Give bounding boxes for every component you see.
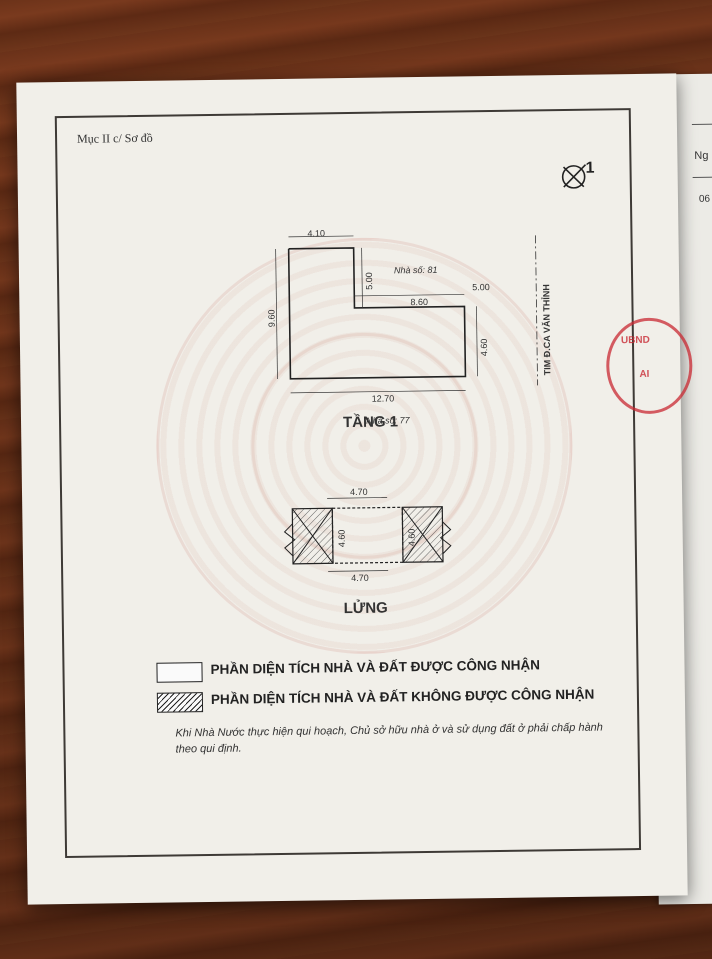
floor1-outline	[275, 235, 538, 394]
legend-recognized-swatch	[156, 662, 203, 683]
adjacent-column-header: Ng	[694, 149, 709, 162]
floor1-plan: 4.10 5.00 Nhà số: 81 5.00 8.60 9.60 4.60…	[263, 215, 566, 439]
legend-not-recognized-swatch	[156, 692, 204, 713]
certificate-page: Mục II c/ Sơ đồ 1 UBND AI 4.10 5.00 Nhà …	[16, 73, 693, 905]
mezzanine-dim-right: 4.60	[406, 528, 417, 547]
mezzanine-dim-top: 4.70	[349, 486, 368, 498]
street-centerline-label: TIM Đ.CA VĂN THỈNH	[541, 284, 553, 376]
floor1-title: TẦNG 1	[342, 413, 399, 432]
floor1-dim-right-top: 5.00	[472, 282, 490, 293]
floor1-dim-top: 4.10	[307, 228, 326, 239]
house-number-81: Nhà số: 81	[393, 264, 438, 276]
north-arrow-icon: 1	[561, 160, 595, 189]
mezzanine-title: LỬNG	[343, 599, 388, 618]
mezzanine-dim-left: 4.60	[336, 529, 347, 548]
floor1-dim-right: 4.60	[478, 338, 490, 357]
adjacent-row-value: 06	[698, 193, 711, 205]
floor1-dim-inner-h: 8.60	[410, 296, 428, 308]
mezzanine-dim-bottom: 4.70	[351, 572, 369, 584]
mezzanine-plan: 4.70 4.70 4.60 4.60	[272, 481, 474, 594]
north-arrow-number: 1	[585, 160, 594, 177]
floor1-dim-inner-v: 5.00	[363, 272, 375, 290]
mezzanine-outline	[283, 497, 452, 572]
red-official-stamp: UBND AI	[605, 317, 693, 415]
section-label: Mục II c/ Sơ đồ	[76, 130, 153, 146]
planning-note: Khi Nhà Nước thực hiện qui hoạch, Chủ sở…	[175, 721, 603, 756]
floor1-dim-bottom: 12.70	[371, 393, 395, 404]
floor1-dim-left: 9.60	[266, 309, 277, 328]
